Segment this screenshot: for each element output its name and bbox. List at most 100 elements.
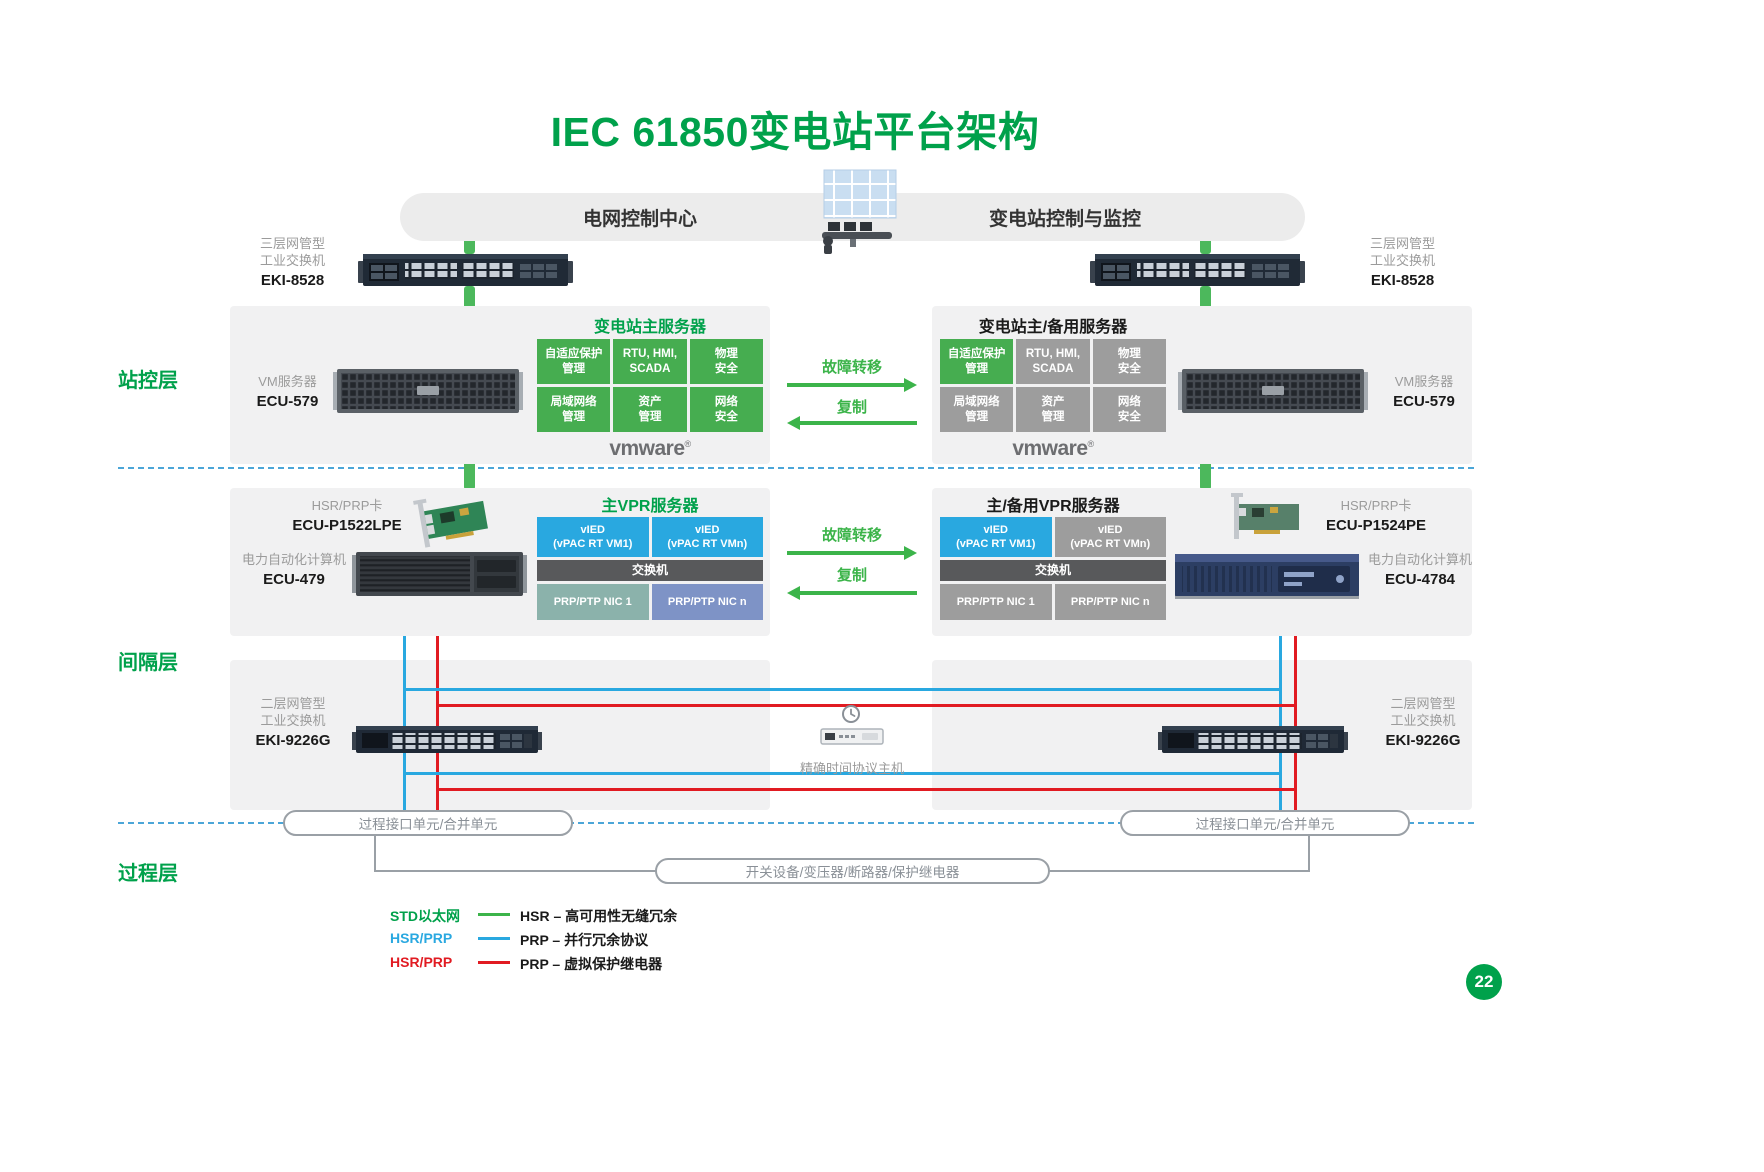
vied-vmn-cell: vIED (vPAC RT VMn) [651, 517, 763, 557]
function-cell: 局域网络 管理 [940, 387, 1014, 432]
control-room-image [798, 168, 908, 258]
device-type-line: 三层网管型 [259, 236, 325, 251]
arrow-shaft [787, 551, 906, 555]
legend-desc-vpr: PRP – 虚拟保护继电器 [520, 956, 663, 972]
ecu-579-server-image-right [1178, 365, 1368, 415]
switchgear-pill: 开关设备/变压器/断路器/保护继电器 [655, 858, 1050, 884]
arrow-shaft [798, 421, 917, 425]
device-type-line: 电力自动化计算机 [241, 552, 346, 567]
function-cell: 局域网络 管理 [537, 387, 611, 432]
registered-mark: ® [1087, 439, 1095, 449]
process-interface-pill-right: 过程接口单元/合并单元 [1120, 810, 1410, 836]
arrow-head [904, 378, 917, 392]
vpr-backup-title: 主/备用VPR服务器 [986, 498, 1120, 515]
hsr-card-label-left: HSR/PRP卡 ECU-P1522LPE [286, 498, 408, 535]
device-type-line: 电力自动化计算机 [1368, 552, 1473, 567]
replicate-label-station: 复制 [836, 399, 867, 416]
nicn-cell: PRP/PTP NIC n [651, 584, 763, 620]
hsr-prp-card-image-left [413, 490, 498, 548]
failover-arrow-right-station [787, 378, 917, 392]
eki-8528-label-right: 三层网管型 工业交换机 EKI-8528 [1345, 236, 1460, 290]
device-model: ECU-P1522LPE [292, 516, 402, 534]
device-model: ECU-P1524PE [1325, 516, 1427, 534]
function-cell: RTU, HMI, SCADA [1016, 339, 1090, 384]
legend-label-std-ethernet: STD以太网 [390, 908, 460, 924]
device-model: ECU-579 [256, 392, 319, 410]
page-title: IEC 61850变电站平台架构 [550, 109, 1040, 155]
station-backup-title: 变电站主/备用服务器 [978, 319, 1128, 336]
station-backup-grid: 自适应保护 管理 RTU, HMI, SCADA 物理 安全 局域网络 管理 资… [940, 339, 1166, 432]
ecu-4784-computer-image [1172, 544, 1362, 602]
device-type-line: HSR/PRP卡 [1340, 498, 1412, 513]
function-cell: 网络 安全 [1092, 387, 1166, 432]
device-type-line: 工业交换机 [259, 252, 325, 268]
green-link-left-bottom [464, 460, 475, 490]
green-link-right-bottom [1200, 460, 1211, 490]
device-model: EKI-8528 [260, 271, 325, 289]
time-host-label: 精确时间协议主机 [799, 761, 904, 776]
arrow-head [787, 586, 800, 600]
gray-link-right-horizontal [1048, 870, 1310, 872]
nic1-cell: PRP/PTP NIC 1 [537, 584, 649, 620]
device-type-line: 三层网管型 [1369, 236, 1435, 251]
vm-server-label-right: VM服务器 ECU-579 [1378, 374, 1470, 411]
legend-line-green [478, 913, 510, 916]
eki-9226g-label-left: 二层网管型 工业交换机 EKI-9226G [238, 696, 348, 750]
function-cell: 物理 安全 [1092, 339, 1166, 384]
grid-control-center-label: 电网控制中心 [582, 208, 697, 230]
device-type-line: 工业交换机 [260, 712, 326, 728]
ecu-579-server-image-left [333, 365, 523, 415]
legend-line-red [478, 961, 510, 964]
function-cell: RTU, HMI, SCADA [613, 339, 687, 384]
registered-mark: ® [684, 439, 692, 449]
arrow-shaft [798, 591, 917, 595]
legend-label-hsr-prp-blue: HSR/PRP [390, 930, 453, 946]
vpr-primary-title: 主VPR服务器 [601, 498, 699, 515]
eki-8528-label-left: 三层网管型 工业交换机 EKI-8528 [235, 236, 350, 290]
separator-station-bay [118, 467, 1474, 469]
legend-desc-hsr: HSR – 高可用性无缝冗余 [520, 908, 678, 924]
hsr-prp-card-image-right [1228, 490, 1308, 545]
vm-server-label-left: VM服务器 ECU-579 [240, 374, 335, 411]
vmware-wordmark: vmware [1012, 437, 1088, 460]
layer-label-process: 过程层 [118, 863, 178, 885]
device-model: EKI-8528 [1370, 271, 1435, 289]
device-type-line: 二层网管型 [1390, 696, 1456, 711]
device-model: ECU-479 [263, 570, 325, 588]
device-model: EKI-9226G [255, 731, 331, 749]
device-type-line: VM服务器 [258, 374, 317, 389]
layer-label-station: 站控层 [118, 370, 178, 392]
arrow-head [787, 416, 800, 430]
failover-arrow-right-vpr [787, 546, 917, 560]
device-type-line: 二层网管型 [260, 696, 326, 711]
replicate-label-vpr: 复制 [836, 567, 867, 584]
vmware-logo-right: vmware® [940, 437, 1166, 461]
process-interface-pill-left: 过程接口单元/合并单元 [283, 810, 573, 836]
device-type-line: VM服务器 [1394, 374, 1454, 389]
vied-vm1-cell: vIED (vPAC RT VM1) [940, 517, 1052, 557]
eki-9226g-switch-image-left [352, 720, 542, 758]
eki-9226g-label-right: 二层网管型 工业交换机 EKI-9226G [1368, 696, 1478, 750]
legend-desc-prp: PRP – 并行冗余协议 [520, 932, 649, 948]
page-number-badge: 22 [1466, 964, 1502, 1000]
vpr-primary-nic-row: PRP/PTP NIC 1 PRP/PTP NIC n [537, 584, 763, 620]
ecu-479-server-image [352, 548, 527, 598]
green-link-left-top [464, 232, 475, 254]
substation-monitoring-label: 变电站控制与监控 [988, 208, 1141, 230]
time-host-image [820, 726, 884, 748]
function-cell: 自适应保护 管理 [537, 339, 611, 384]
vpr-line-red-vertical-right [1294, 636, 1297, 812]
device-type-line: 工业交换机 [1390, 712, 1456, 728]
eki-8528-switch-image-left [358, 246, 573, 290]
prp-line-blue-horizontal-top [403, 688, 1282, 691]
arrow-shaft [787, 383, 906, 387]
vied-vm1-cell: vIED (vPAC RT VM1) [537, 517, 649, 557]
nic1-cell: PRP/PTP NIC 1 [940, 584, 1052, 620]
vpr-backup-switch-bar: 交换机 [940, 560, 1166, 581]
vied-vmn-cell: vIED (vPAC RT VMn) [1054, 517, 1166, 557]
failover-label-vpr: 故障转移 [821, 527, 882, 544]
function-cell: 网络 安全 [689, 387, 763, 432]
gray-link-left-horizontal [374, 870, 657, 872]
replicate-arrow-left-vpr [787, 586, 917, 600]
